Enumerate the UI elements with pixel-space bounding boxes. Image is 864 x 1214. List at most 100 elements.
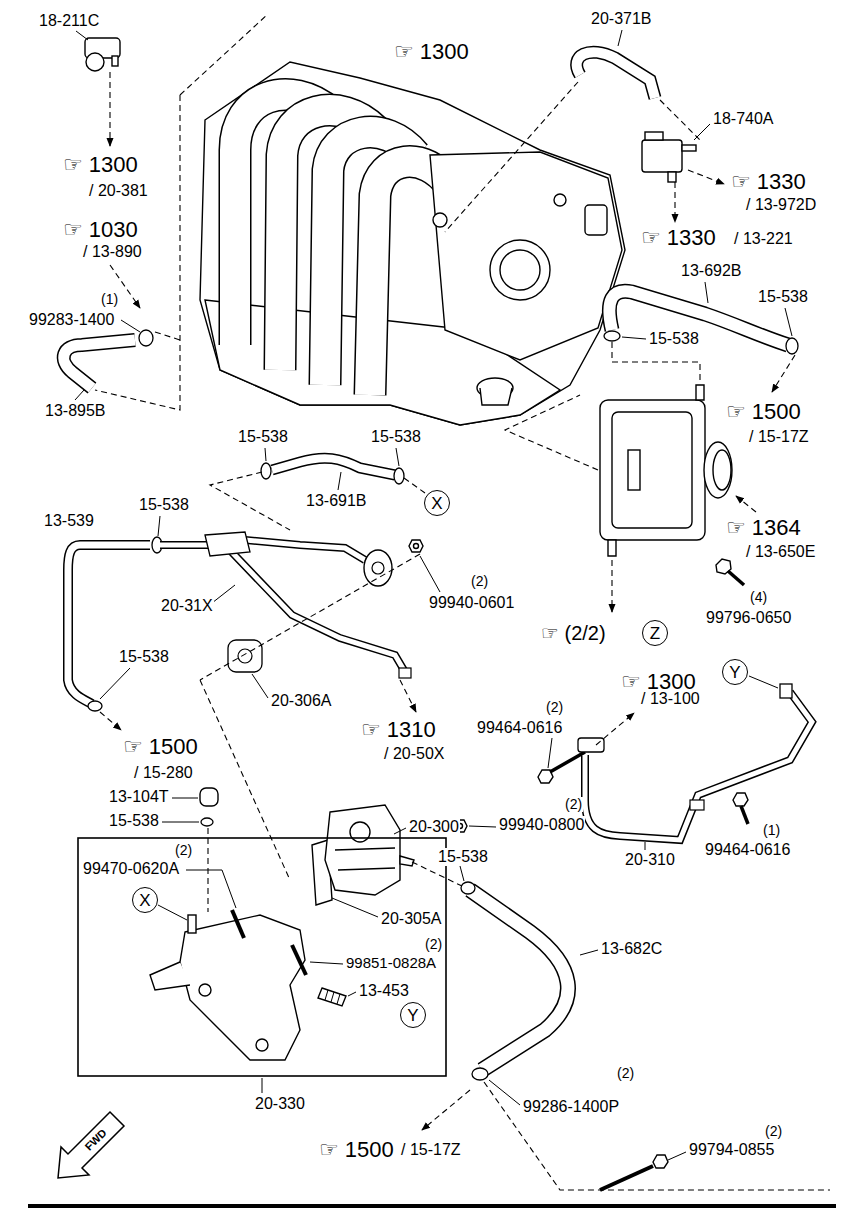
figure-reference: / 13-100 <box>640 690 701 708</box>
leader-lines <box>469 826 496 827</box>
leader-lines <box>158 905 187 920</box>
intake-manifold <box>554 194 566 206</box>
part-number: 99283-1400 <box>28 311 115 329</box>
reference-circle: X <box>132 887 158 913</box>
solenoid-valve <box>642 140 682 172</box>
reference-callout: ☞ 1500 <box>122 735 199 759</box>
part-number: 99470-0620A <box>82 860 180 878</box>
quantity-number: (2) <box>174 843 193 858</box>
part-number: 15-538 <box>108 812 160 830</box>
figure-reference: / 15-280 <box>133 764 194 782</box>
housing-group <box>256 1039 268 1051</box>
leader-lines <box>262 1078 263 1093</box>
leader-lines <box>749 676 778 688</box>
leader-lines <box>785 308 792 336</box>
part-number: 13-453 <box>358 982 410 1000</box>
reference-circle: Z <box>642 620 668 646</box>
figure-reference: / 15-17Z <box>400 1141 462 1159</box>
figure-reference: / 13-221 <box>733 230 794 248</box>
hose-clamps <box>88 701 102 711</box>
reference-letter: Y <box>407 1007 418 1024</box>
intake-manifold <box>235 94 450 395</box>
intake-manifold <box>585 205 607 235</box>
intake-manifold <box>200 62 625 425</box>
reference-callout: ☞ 1364 <box>725 516 802 540</box>
throttle-body <box>628 450 640 490</box>
egr-pipe <box>585 692 812 840</box>
part-number: 13-539 <box>43 512 95 530</box>
egr-pipe <box>690 800 704 810</box>
housing-group <box>78 838 446 1076</box>
housing-group <box>318 988 346 1006</box>
leader-lines <box>705 282 708 303</box>
part-number: 20-300 <box>408 818 460 836</box>
leader-lines <box>252 674 268 698</box>
reference-letter: Z <box>650 625 660 642</box>
solenoid-valve <box>642 132 696 182</box>
intake-manifold <box>433 213 447 227</box>
dashed-guide-lines <box>109 72 110 146</box>
leader-lines <box>75 30 792 1160</box>
figure-reference: / 13-890 <box>82 243 143 261</box>
quantity-number: (2) <box>424 937 443 952</box>
quantity-number: (4) <box>749 590 768 605</box>
reference-callout: ☞ 1330 <box>640 226 717 250</box>
hose-clamps <box>201 818 213 826</box>
pipe-assembly <box>228 640 262 672</box>
leader-lines <box>212 585 235 603</box>
bottom-rule <box>28 1204 836 1208</box>
part-number: 99286-1400P <box>522 1098 620 1116</box>
part-number: 20-371B <box>590 10 653 28</box>
part-number: 18-211C <box>38 12 100 30</box>
leader-lines <box>162 822 199 823</box>
bolts <box>733 793 748 806</box>
leader-lines <box>338 472 341 490</box>
throttle-body <box>704 442 732 498</box>
pipe-assembly <box>205 532 250 556</box>
quantity-number: (2) <box>545 700 564 715</box>
leader-lines <box>694 124 710 140</box>
pipe-assembly <box>372 562 384 574</box>
pipe-assembly <box>160 538 365 560</box>
egr-valve <box>312 805 414 905</box>
dashed-guide-lines <box>611 560 612 612</box>
quantity-number: (2) <box>470 574 489 589</box>
pipe-assembly <box>399 668 411 678</box>
bolts <box>728 571 744 585</box>
figure-reference: / 13-650E <box>745 543 816 561</box>
reference-circle: Y <box>400 1002 426 1028</box>
reference-callout: ☞ 1330 <box>730 170 807 194</box>
reference-callout: ☞ 1300 <box>62 153 139 177</box>
reference-callout: ☞ 1500 <box>318 1138 395 1162</box>
part-number: 15-538 <box>118 648 170 666</box>
housing-group <box>232 910 244 938</box>
solenoid-valve <box>668 172 676 182</box>
part-number: 13-682C <box>600 940 663 958</box>
pipe-assembly <box>364 550 392 586</box>
leader-lines <box>618 30 622 46</box>
hoses <box>272 458 395 475</box>
dashed-guide-lines <box>445 82 700 232</box>
housing-group <box>150 962 190 990</box>
intake-manifold <box>500 250 540 290</box>
part-number: 20-306A <box>270 692 333 710</box>
dashed-guide-lines <box>422 1090 470 1130</box>
solenoid-valve <box>682 145 696 151</box>
egr-valve <box>350 822 370 842</box>
hoses <box>272 458 395 475</box>
pipe-assembly <box>225 545 405 672</box>
figure-reference: / 13-972D <box>745 196 817 214</box>
bolts <box>600 1166 653 1190</box>
leader-lines <box>668 1152 686 1160</box>
reference-circle: X <box>424 490 450 516</box>
solenoid-valve <box>645 132 663 140</box>
leader-lines <box>645 842 646 850</box>
leader-lines <box>75 390 84 400</box>
bolts <box>409 540 748 1190</box>
hose-clamps <box>88 330 798 1080</box>
part-number: 20-330 <box>254 1095 306 1113</box>
housing-group <box>188 915 196 933</box>
figure-reference: / 15-17Z <box>748 428 810 446</box>
dashed-guide-lines <box>95 14 268 410</box>
throttle-body <box>612 412 692 528</box>
